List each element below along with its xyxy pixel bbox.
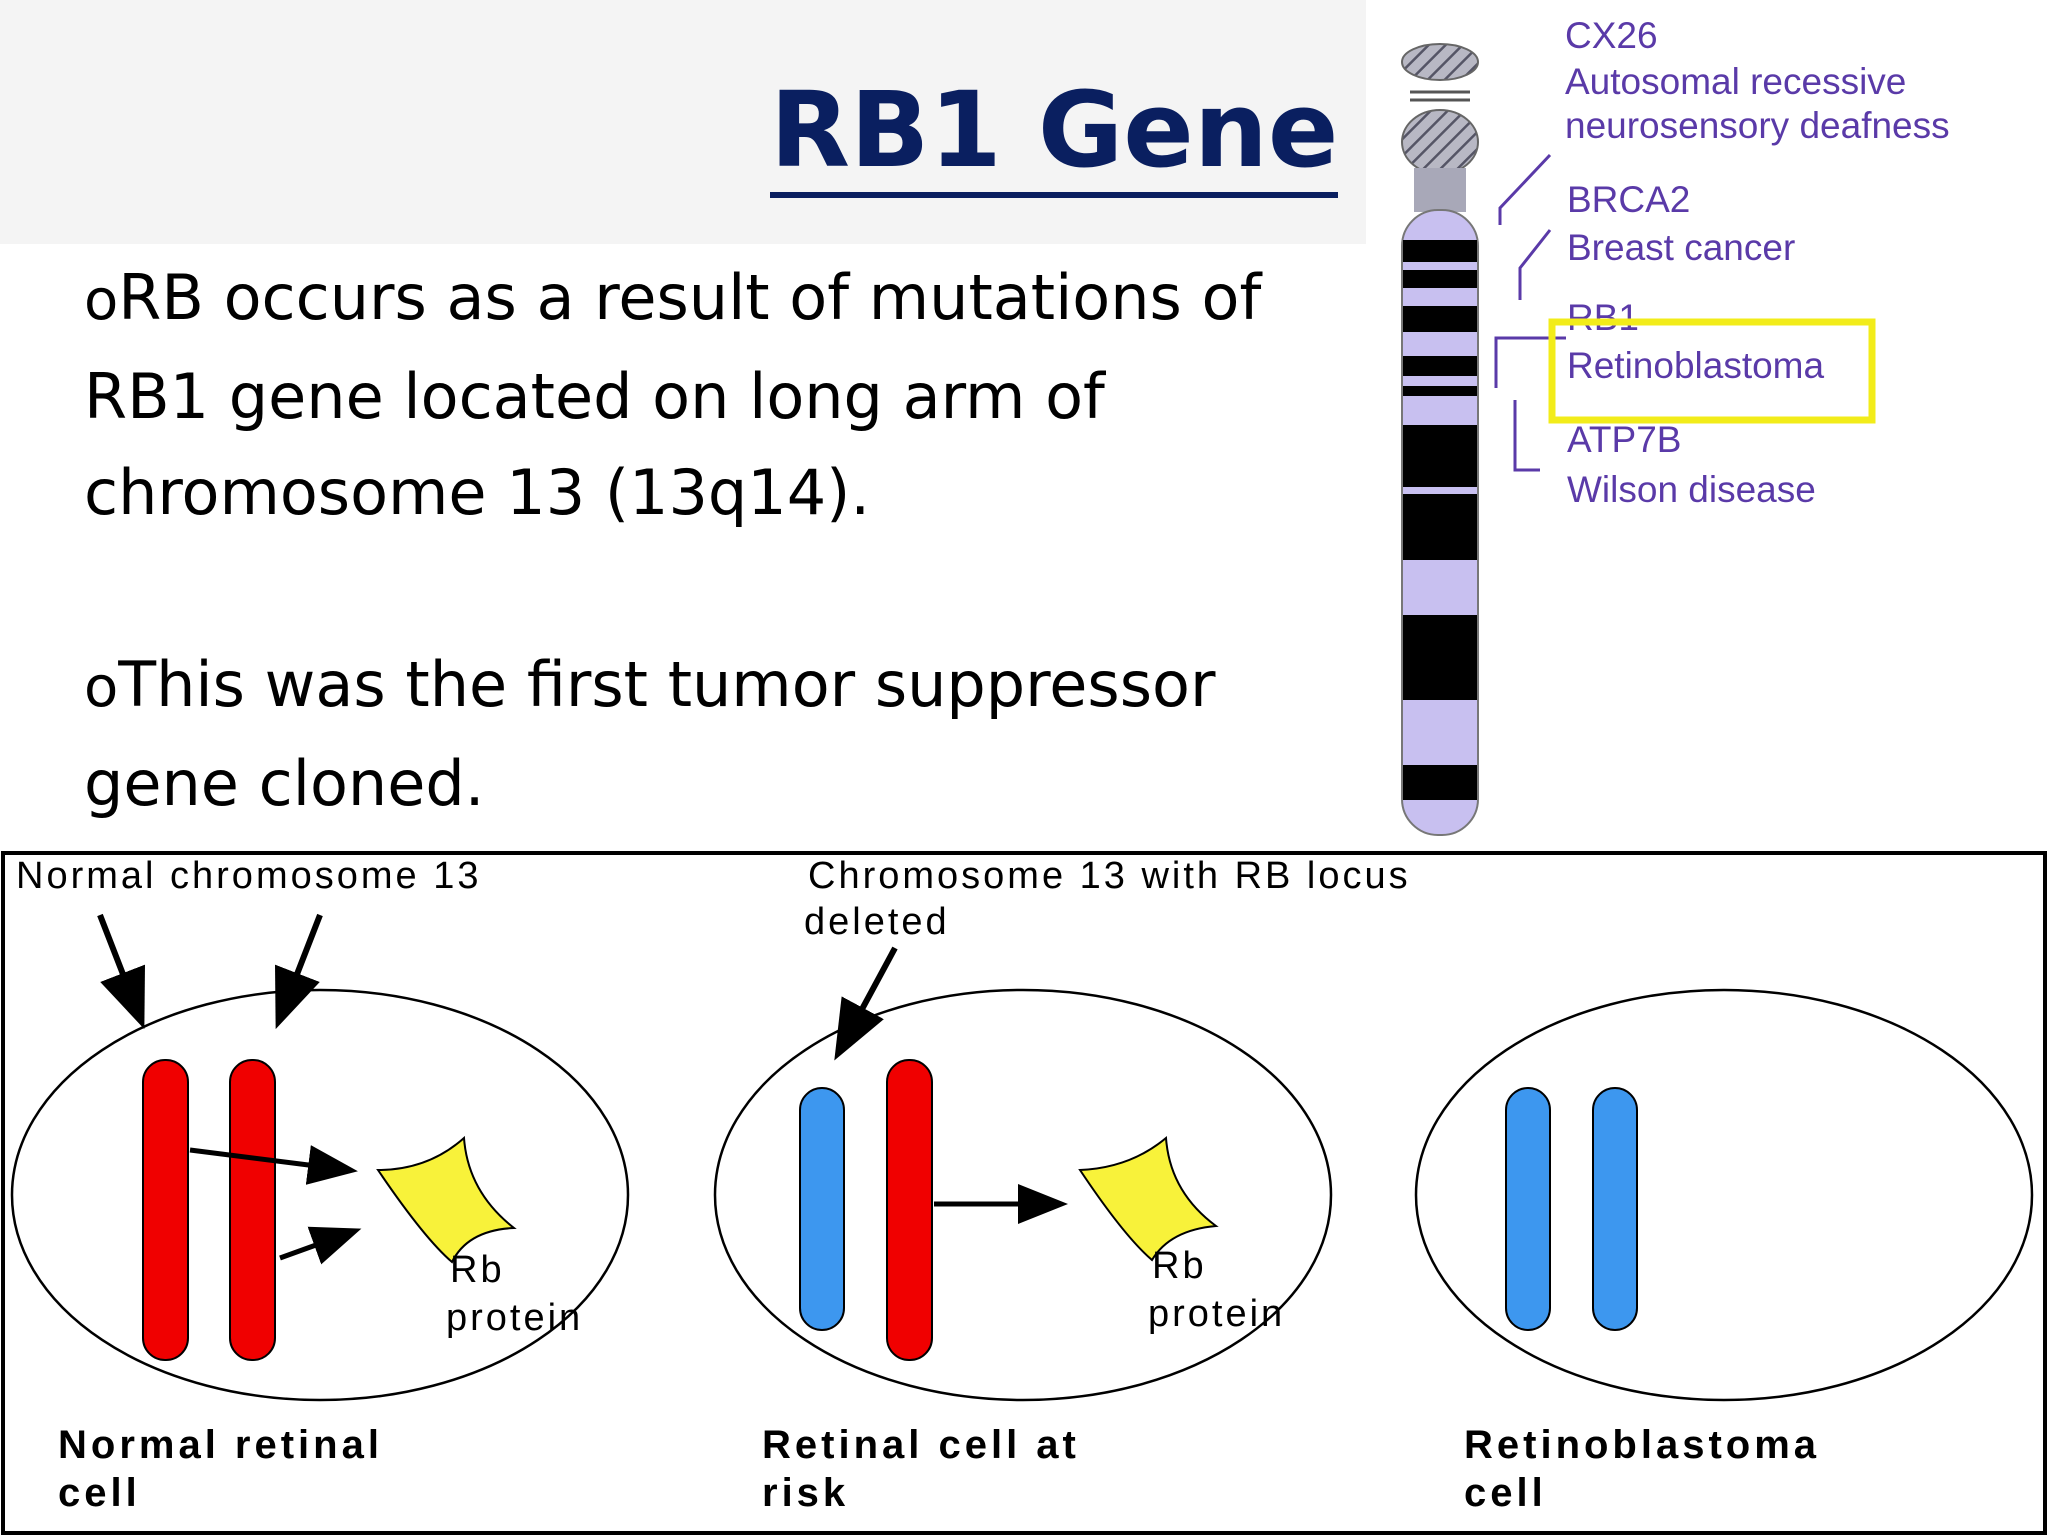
rb1-highlight-box (1548, 318, 1876, 424)
dark-band (1403, 356, 1477, 376)
bullet-item: oThis was the first tumor suppressor gen… (84, 637, 1374, 832)
dark-band (1403, 306, 1477, 332)
deleted-locus-label: deleted (804, 901, 950, 943)
gene-pointer (1518, 229, 1552, 300)
chromosome-red (886, 1059, 933, 1361)
cell-caption: cell (1464, 1471, 1547, 1515)
bullet-list: oRB occurs as a result of mutations of R… (84, 250, 1374, 832)
normal-chromosome-label: Normal chromosome 13 (16, 855, 481, 897)
retinoblastoma-cell-diagram: Normal chromosome 13 Chromosome 13 with … (1, 851, 2047, 1535)
gene-disease-brca2: Breast cancer (1567, 227, 1795, 268)
gene-disease-cx26: Autosomal recessive (1565, 61, 1906, 102)
gene-disease-cx26: neurosensory deafness (1565, 105, 1950, 146)
bullet-text: RB occurs as a result of mutations of RB… (84, 261, 1262, 529)
dark-band (1403, 270, 1477, 288)
dark-band (1403, 765, 1477, 800)
gene-symbol-cx26: CX26 (1565, 15, 1658, 56)
slide-title: RB1 Gene (770, 70, 1339, 198)
gene-pointer (1498, 153, 1552, 225)
dark-band (1403, 240, 1477, 262)
gene-symbol-rb1: RB1 (1567, 297, 1639, 338)
satellite-band (1401, 43, 1479, 81)
cell-caption: Normal retinal (58, 1423, 383, 1467)
deleted-locus-label: Chromosome 13 with RB locus (808, 855, 1411, 897)
gene-disease-rb1: Retinoblastoma (1567, 345, 1825, 386)
bullet-text: This was the first tumor suppressor gene… (84, 648, 1216, 820)
cell-retinoblastoma (1414, 988, 2034, 1402)
expression-arrow (279, 1226, 362, 1265)
gene-symbol-atp7b: ATP7B (1567, 419, 1681, 460)
bullet-item: oRB occurs as a result of mutations of R… (84, 250, 1374, 541)
chromosome-blue (1592, 1087, 1638, 1331)
cell-outline (1414, 988, 2034, 1402)
bullet-marker: o (84, 268, 119, 333)
gene-disease-atp7b: Wilson disease (1567, 469, 1816, 510)
dark-band (1403, 425, 1477, 487)
cell-caption: Retinal cell at (762, 1423, 1080, 1467)
dark-band (1403, 615, 1477, 700)
cell-outline (713, 988, 1333, 1402)
cell-at-risk: Rb protein (713, 988, 1333, 1402)
centromere (1414, 168, 1466, 212)
chromosome-blue (1505, 1087, 1551, 1331)
chromosome-blue (799, 1087, 845, 1331)
cell-caption: Retinoblastoma (1464, 1423, 1820, 1467)
rb-protein-label: protein (446, 1297, 583, 1339)
cell-outline (10, 988, 630, 1402)
expression-arrow (189, 1145, 358, 1185)
pointer-arrow (275, 913, 323, 1030)
pointer-arrow (97, 913, 145, 1030)
rb-protein-label: Rb (450, 1249, 505, 1291)
dark-band (1403, 386, 1477, 396)
gene-pointer (1513, 400, 1540, 472)
cell-caption: cell (58, 1471, 141, 1515)
p-arm-band (1401, 109, 1479, 175)
gene-symbol-brca2: BRCA2 (1567, 179, 1690, 220)
chromosome-red (229, 1059, 276, 1361)
rb-protein-label: Rb (1152, 1245, 1207, 1287)
rb-protein-label: protein (1148, 1293, 1285, 1335)
cell-normal: Rb protein (10, 988, 630, 1402)
bullet-marker: o (84, 655, 119, 720)
gene-pointer (1494, 336, 1566, 388)
rb-protein-icon (376, 1135, 517, 1264)
dark-band (1403, 494, 1477, 560)
chromosome-ideogram: CX26 Autosomal recessive neurosensory de… (1401, 15, 1950, 836)
pointer-arrow (834, 946, 898, 1061)
title-band (0, 0, 1366, 244)
chromosome-red (142, 1059, 189, 1361)
rb-protein-icon (1078, 1135, 1219, 1262)
cell-caption: risk (762, 1471, 849, 1515)
